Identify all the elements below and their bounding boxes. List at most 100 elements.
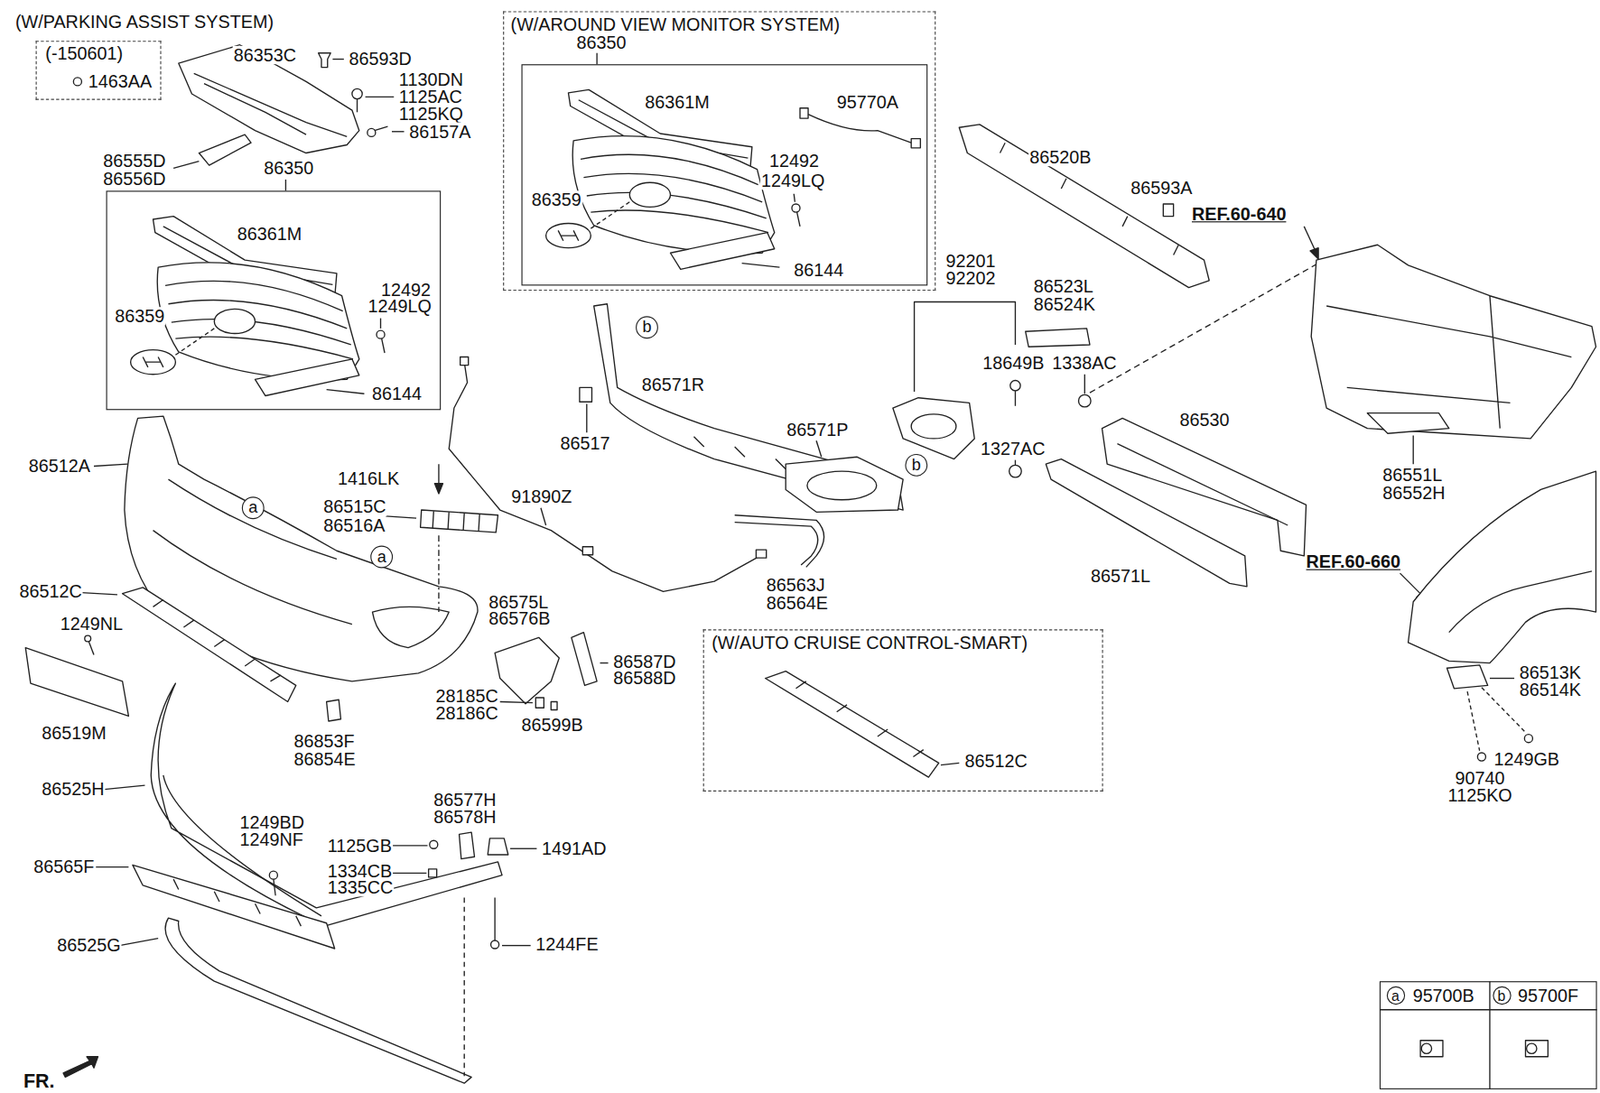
circle-marker: b [904, 454, 928, 477]
part-drawing [1524, 734, 1533, 744]
node-text: 86144 [792, 260, 845, 280]
part-drawing [1525, 1041, 1549, 1058]
part-drawing [381, 338, 385, 354]
callout-number: 18649B [981, 353, 1045, 373]
callout-number: 86514K [1518, 680, 1582, 699]
group-box: 8635086361M95770A124921249LQ8635986144 [520, 64, 928, 286]
part-drawing [372, 606, 449, 648]
part-drawing [816, 440, 822, 457]
part-drawing [63, 1057, 98, 1079]
callout-number: 28185C [434, 687, 500, 706]
part-drawing [376, 330, 385, 339]
callout-number: 86578H [432, 808, 498, 827]
callout-number: 86515C [322, 497, 388, 516]
callout-number: 86525H [40, 781, 106, 800]
part-drawing [352, 88, 363, 99]
callout-number: 86512A [27, 456, 92, 475]
callout-number: 86577H [432, 790, 498, 810]
part-drawing [807, 471, 877, 501]
callout-number: 86551L [1381, 465, 1443, 484]
part-drawing [1420, 1041, 1443, 1058]
callout-number: 1249NL [59, 614, 125, 633]
circle-letter: a [1391, 988, 1400, 1004]
callout-number: 86513K [1518, 663, 1582, 682]
part-drawing [318, 53, 332, 68]
part-drawing [1014, 460, 1016, 466]
part-drawing [437, 535, 439, 613]
callout-number: 86571R [641, 375, 707, 394]
callout-number: 86519M [40, 724, 108, 743]
part-drawing [1413, 436, 1414, 466]
part-drawing [380, 318, 382, 329]
callout-number: 1125KO [1446, 786, 1513, 805]
part-drawing [1449, 571, 1592, 633]
reference-label: REF.60-660 [1304, 553, 1402, 572]
node-text: 86144 [371, 383, 423, 402]
callout-number: 86599B [520, 716, 584, 735]
part-drawing [1084, 374, 1086, 394]
part-drawing [1446, 665, 1488, 689]
part-drawing [765, 671, 940, 779]
front-direction-label: FR. [22, 1072, 56, 1091]
callout-number: 86556D [102, 169, 168, 188]
callout-number: 86520B [1028, 148, 1092, 167]
part-drawing [1079, 394, 1092, 408]
part-drawing [571, 632, 597, 687]
part-drawing [391, 130, 405, 132]
part-drawing [81, 593, 118, 596]
callout-number: 1130DN [398, 70, 465, 89]
part-drawing [510, 848, 537, 850]
part-drawing [793, 194, 795, 203]
part-drawing [550, 702, 558, 711]
node-text: 95770A [836, 93, 900, 112]
variant-note: (W/PARKING ASSIST SYSTEM) [14, 12, 275, 31]
part-drawing [914, 302, 1016, 392]
circle-marker: a [370, 546, 393, 569]
part-drawing [502, 945, 531, 947]
part-drawing [428, 869, 438, 878]
callout-number: 86593A [1129, 178, 1193, 197]
part-drawing [365, 96, 395, 98]
part-drawing [1311, 244, 1596, 439]
circle-letter: b [911, 456, 921, 474]
part-drawing [940, 762, 959, 765]
callout-number: 86353C [232, 46, 298, 65]
node-text: 86359 [113, 306, 166, 326]
node-text: 86350 [262, 158, 315, 177]
node-text: 95700B [1411, 986, 1475, 1005]
callout-number: 86517 [558, 434, 611, 453]
callout-number: 90740 [1453, 769, 1506, 788]
part-drawing [93, 464, 128, 466]
part-drawing [1000, 142, 1180, 255]
part-drawing [88, 641, 94, 656]
circle-letter: a [377, 548, 387, 566]
part-drawing [448, 362, 761, 592]
part-drawing [1526, 1043, 1537, 1054]
part-drawing [1089, 263, 1319, 394]
callout-number: 1338AC [1051, 353, 1118, 373]
part-drawing [1488, 981, 1490, 1090]
part-drawing [600, 662, 609, 664]
part-drawing [390, 845, 428, 847]
part-drawing [73, 77, 82, 86]
callout-number: 86565F [32, 857, 95, 876]
callout-number: 86593D [347, 49, 413, 68]
circle-marker: b [635, 316, 659, 339]
part-drawing [122, 587, 297, 703]
part-drawing [132, 865, 335, 949]
part-drawing [204, 83, 307, 136]
part-drawing [595, 53, 597, 65]
callout-number: 28186C [434, 704, 500, 723]
callout-number: 1416LK [336, 469, 400, 488]
node-text: 1249LQ [366, 296, 433, 315]
node-text: 1249LQ [760, 171, 827, 190]
callout-number: 86516A [322, 516, 386, 535]
part-drawing [367, 128, 376, 137]
callout-number: 86588D [612, 669, 678, 688]
part-drawing [130, 216, 365, 397]
variant-box: (W/AUTO CRUISE CONTROL-SMART)86512C [703, 629, 1104, 792]
part-drawing [500, 702, 533, 704]
part-drawing [194, 73, 348, 137]
callout-number: 1249NF [238, 830, 305, 849]
